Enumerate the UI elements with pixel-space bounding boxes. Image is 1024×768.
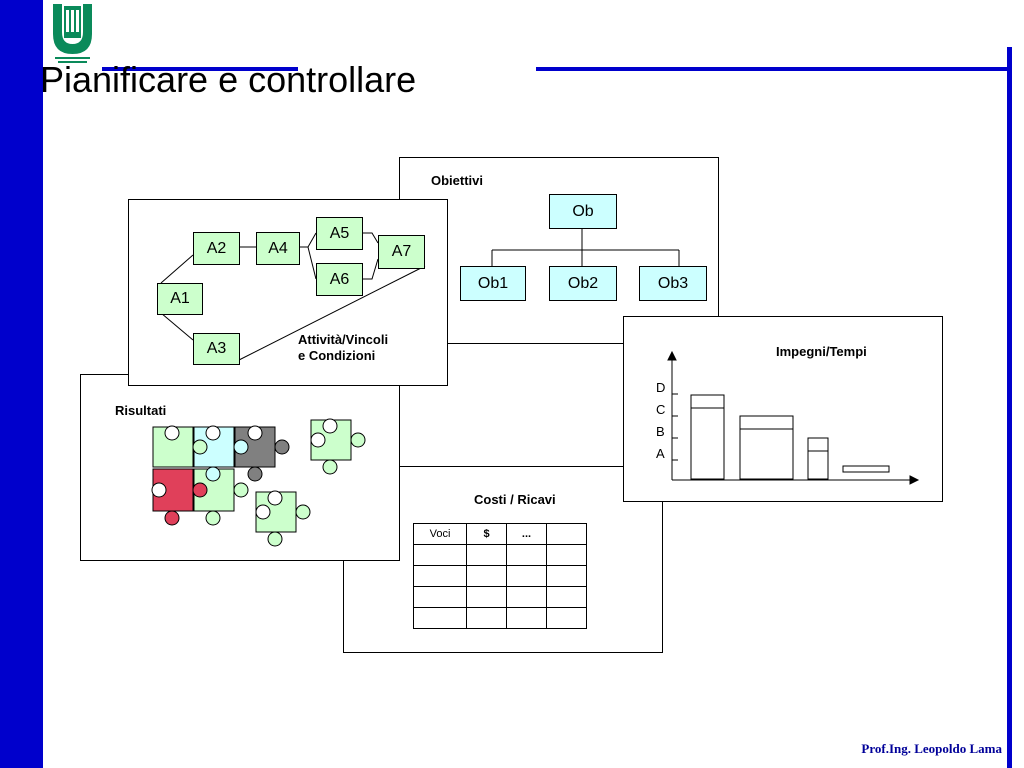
activity-node-a4: A4 xyxy=(256,232,300,265)
footer-author: Prof.Ing. Leopoldo Lama xyxy=(861,741,1002,756)
slide-title: Pianificare e controllare xyxy=(40,59,417,100)
activity-node-a6: A6 xyxy=(316,263,363,296)
obiettivi-label: Obiettivi xyxy=(431,173,484,188)
objective-node-ob3: Ob3 xyxy=(639,266,707,301)
level-label-d: D xyxy=(656,380,666,395)
table-row xyxy=(413,586,587,608)
risultati-label: Risultati xyxy=(115,403,167,418)
left-sidebar-bar xyxy=(0,0,43,768)
activity-node-a1: A1 xyxy=(157,283,203,315)
activity-node-a7: A7 xyxy=(378,235,425,269)
objective-root-node: Ob xyxy=(549,194,617,229)
attivita-label-line1: Attività/Vincoli xyxy=(298,332,389,347)
activity-node-a5: A5 xyxy=(316,217,363,250)
university-logo xyxy=(50,2,95,64)
level-label-b: B xyxy=(656,424,665,439)
table-header-row: Voci $ ... xyxy=(413,523,587,545)
costi-ricavi-label: Costi / Ricavi xyxy=(474,492,556,507)
objective-node-ob1: Ob1 xyxy=(460,266,526,301)
objective-node-ob2: Ob2 xyxy=(549,266,617,301)
table-row xyxy=(413,544,587,566)
costi-table: Voci $ ... xyxy=(413,523,587,629)
top-rule-left xyxy=(102,67,298,71)
table-row xyxy=(413,607,587,629)
activity-node-a2: A2 xyxy=(193,232,240,265)
attivita-label: Attività/Vincoli e Condizioni xyxy=(298,332,388,364)
level-label-c: C xyxy=(656,402,666,417)
impegni-tempi-label: Impegni/Tempi xyxy=(776,344,867,359)
activity-node-a3: A3 xyxy=(193,333,240,365)
right-frame-bar xyxy=(1007,47,1012,768)
table-header-voci: Voci xyxy=(413,523,467,545)
attivita-label-line2: e Condizioni xyxy=(298,348,376,363)
top-rule-right xyxy=(536,67,1012,71)
level-label-a: A xyxy=(656,446,665,461)
